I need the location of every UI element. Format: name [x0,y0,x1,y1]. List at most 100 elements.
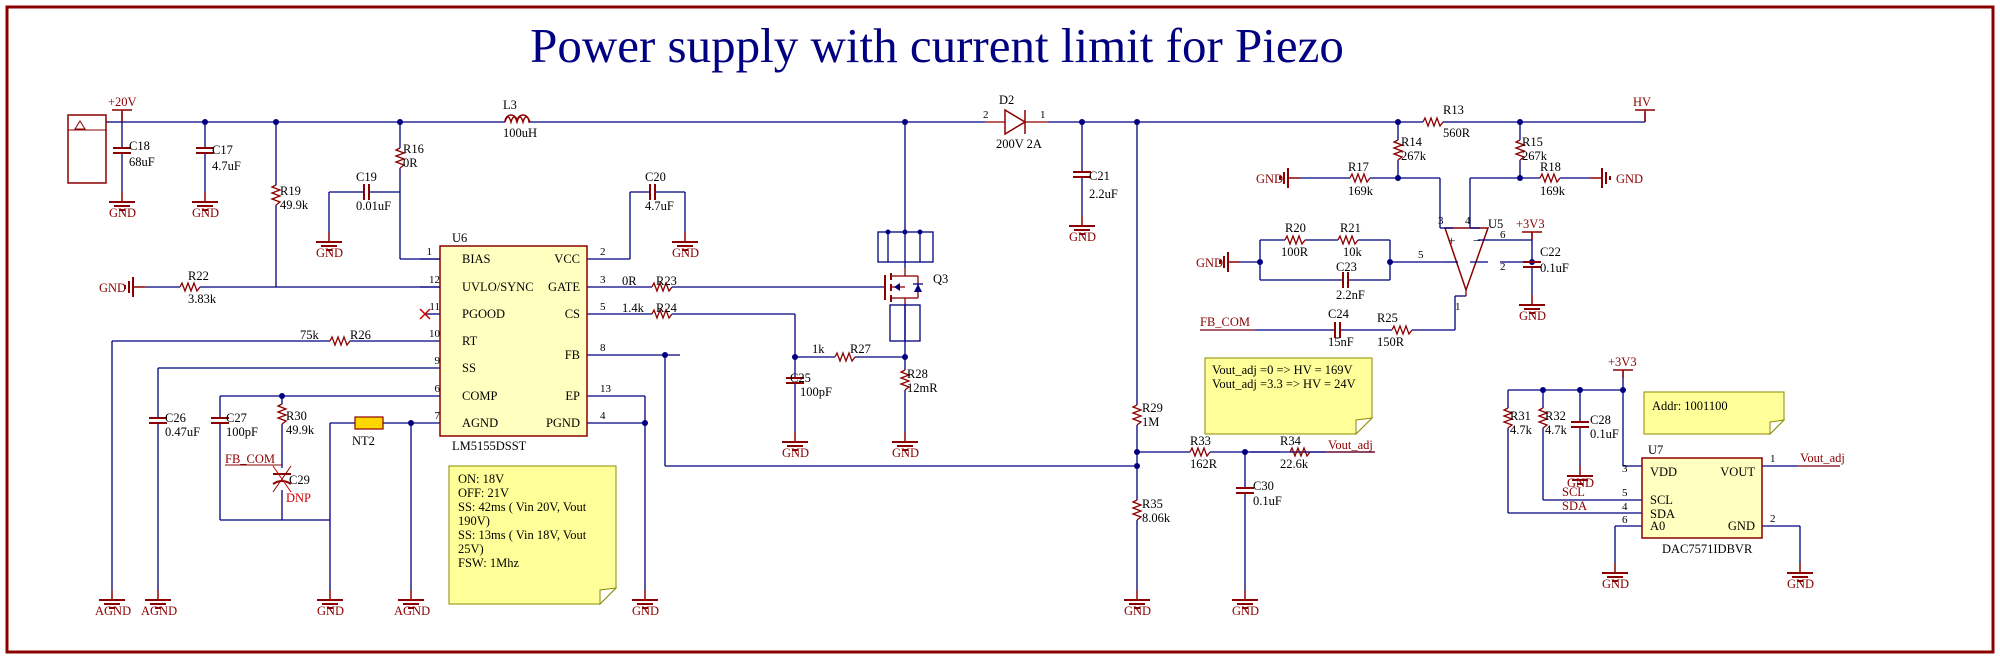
svg-text:R23: R23 [656,274,677,288]
net-tie-nt2: NT2 [352,416,384,448]
svg-text:R30: R30 [286,409,307,423]
svg-text:3.83k: 3.83k [188,292,217,306]
svg-text:6: 6 [1500,229,1506,241]
svg-text:UVLO/SYNC: UVLO/SYNC [462,280,534,294]
svg-text:13: 13 [600,383,612,395]
svg-text:GND: GND [1519,309,1546,323]
net-label-vout-adj-divider: Vout_adj [1325,438,1375,453]
svg-text:VCC: VCC [554,252,580,266]
svg-text:CS: CS [565,307,580,321]
svg-text:R13: R13 [1443,103,1464,117]
gnd-c28: GND [1566,465,1594,490]
svg-text:12mR: 12mR [907,381,938,395]
svg-text:R31: R31 [1510,409,1531,423]
svg-text:10: 10 [429,328,441,340]
gnd-c25: GND [781,431,809,460]
svg-text:R20: R20 [1285,221,1306,235]
svg-text:7: 7 [435,410,441,422]
svg-text:100R: 100R [1281,245,1309,259]
svg-text:LM5155DSST: LM5155DSST [452,439,527,453]
svg-text:1M: 1M [1142,415,1159,429]
svg-text:C27: C27 [226,411,247,425]
svg-text:GND: GND [1602,577,1629,591]
svg-text:22.6k: 22.6k [1280,457,1309,471]
svg-text:6: 6 [435,383,441,395]
svg-text:AGND: AGND [141,604,177,618]
svg-text:L3: L3 [503,98,517,112]
svg-text:2: 2 [600,246,606,258]
svg-text:+20V: +20V [108,95,137,109]
svg-text:100uH: 100uH [503,126,537,140]
power-flag-hv: HV [1633,95,1655,122]
svg-text:SS: SS [462,361,476,375]
gnd-comp: GND [316,589,344,618]
svg-text:C25: C25 [790,371,811,385]
svg-text:VOUT: VOUT [1720,465,1755,479]
svg-text:Q3: Q3 [933,272,948,286]
svg-text:R21: R21 [1340,221,1361,235]
svg-text:C19: C19 [356,170,377,184]
svg-text:AGND: AGND [394,604,430,618]
svg-text:0.1uF: 0.1uF [1253,494,1282,508]
gnd-r17: GND [1256,167,1301,189]
gnd-c19: GND [315,231,343,260]
gnd-c21: GND [1068,215,1096,244]
svg-text:15nF: 15nF [1328,335,1354,349]
svg-text:R14: R14 [1401,135,1423,149]
svg-text:1: 1 [427,246,433,258]
note-u6-settings: ON: 18V OFF: 21V SS: 42ms ( Vin 20V, Vou… [448,465,618,606]
svg-text:COMP: COMP [462,389,497,403]
net-label-sda: SDA [1562,499,1587,513]
gnd-dac: GND [1786,562,1814,591]
svg-text:GND: GND [632,604,659,618]
net-label-fb-com-right: FB_COM [1200,315,1255,331]
svg-text:C26: C26 [165,411,186,425]
svg-text:169k: 169k [1348,184,1374,198]
svg-text:+3V3: +3V3 [1516,217,1545,231]
svg-text:GND: GND [1787,577,1814,591]
svg-text:200V 2A: 200V 2A [996,137,1042,151]
svg-text:SS: 42ms ( Vin 20V, Vout: SS: 42ms ( Vin 20V, Vout [458,500,587,514]
svg-text:D2: D2 [999,93,1014,107]
svg-text:49.9k: 49.9k [286,423,315,437]
svg-text:GND: GND [1567,476,1594,490]
svg-text:GND: GND [782,446,809,460]
svg-text:8: 8 [600,342,606,354]
svg-text:560R: 560R [1443,126,1471,140]
svg-text:267k: 267k [1401,149,1427,163]
svg-text:Addr: 1001100: Addr: 1001100 [1652,399,1728,413]
svg-text:R29: R29 [1142,401,1163,415]
svg-text:R33: R33 [1190,434,1211,448]
svg-text:0R: 0R [403,156,418,170]
svg-text:GND: GND [316,246,343,260]
svg-text:267k: 267k [1522,149,1548,163]
svg-text:FSW: 1Mhz: FSW: 1Mhz [458,556,519,570]
svg-text:9: 9 [435,355,441,367]
svg-text:U5: U5 [1488,217,1503,231]
svg-text:FB_COM: FB_COM [1200,315,1250,329]
svg-text:GND: GND [317,604,344,618]
svg-text:GND: GND [99,281,126,295]
svg-text:GND: GND [1232,604,1259,618]
svg-text:C23: C23 [1336,260,1357,274]
svg-text:OFF: 21V: OFF: 21V [458,486,509,500]
